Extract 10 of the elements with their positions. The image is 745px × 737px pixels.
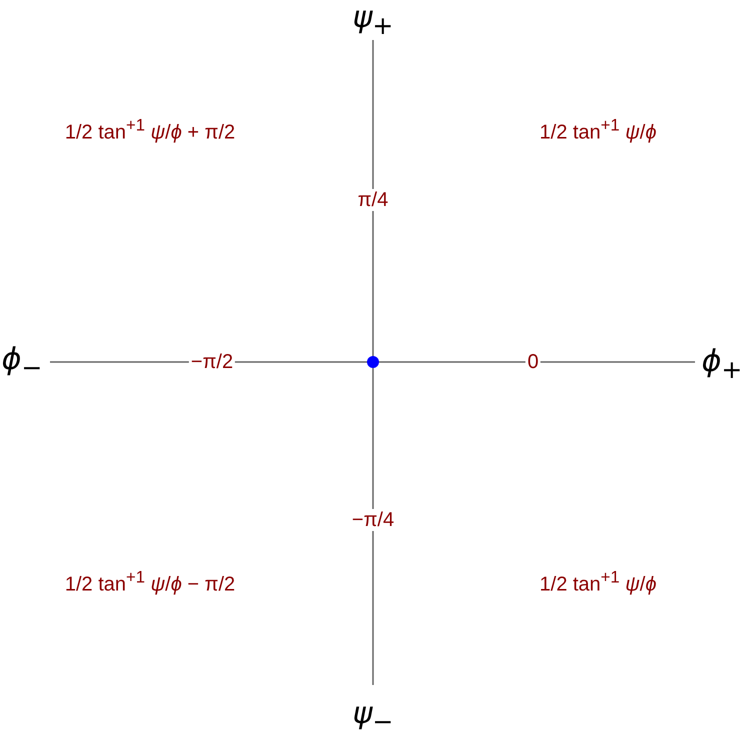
axis-label: ψ$_{+}$ — [352, 0, 394, 40]
axis-label: ψ$_{−}$ — [352, 696, 394, 736]
axis-label: ϕ$_{+}$ — [702, 344, 742, 384]
quadrant-formula: 1/2 tan$^{+1}$ ψ/ϕ − π/2 — [64, 568, 236, 596]
quadrant-formula: 1/2 tan$^{+1}$ ψ/ϕ — [540, 116, 656, 144]
angle-value: π/4 — [356, 189, 390, 211]
axis-label: ϕ$_{−}$ — [2, 342, 42, 382]
angle-value: −π/4 — [350, 509, 396, 531]
quadrant-formula: 1/2 tan$^{+1}$ ψ/ϕ + π/2 — [64, 116, 236, 144]
quadrant-formula: 1/2 tan$^{+1}$ ψ/ϕ — [540, 568, 656, 596]
